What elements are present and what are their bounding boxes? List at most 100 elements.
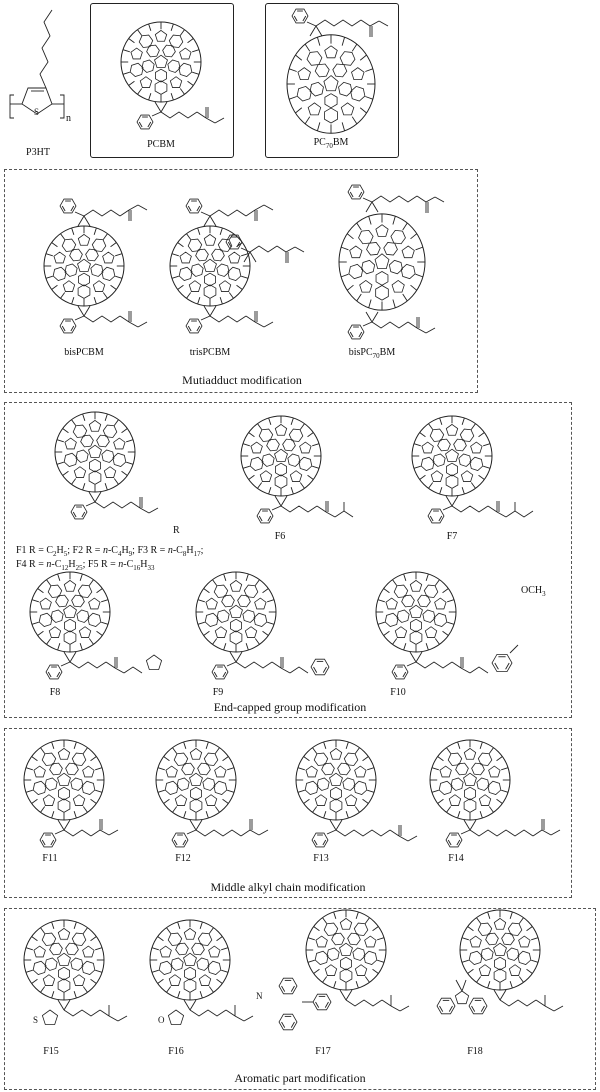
- bispc70bm-cage-hex-outer: [400, 263, 416, 280]
- bispc70bm-adduct-lower-ester-o: [416, 327, 427, 334]
- f11-adduct-phenyl-bond: [54, 829, 65, 835]
- f12-adduct-phenyl-bond: [186, 829, 197, 835]
- f12-cage-pent-outer: [204, 794, 218, 806]
- f11-cage-rim-bond: [40, 747, 46, 754]
- pcbm-adduct-carbonyl-c: [196, 111, 207, 119]
- pcbm-cage-rim-bond: [170, 93, 174, 101]
- f17-phenyl-b-double: [290, 1021, 295, 1028]
- bispcbm-cage-rim-bond: [102, 233, 108, 240]
- f8-adduct-alkyl-chain: [69, 661, 107, 669]
- f17-cage-hex-inner: [331, 932, 345, 946]
- bispcbm-adduct-upper-ester-o: [128, 204, 139, 211]
- f1-f5-cage-hex-outer: [63, 452, 78, 468]
- f17-cage-rim-bond: [313, 968, 320, 974]
- f9-cage-pentagon-center: [229, 604, 243, 618]
- f18-cage-rim-bond: [518, 976, 524, 983]
- f14-cage-hex-inner: [450, 777, 464, 791]
- bispc70bm-cage-rim-bond: [392, 216, 396, 225]
- f7-cage-rim-bond: [461, 487, 465, 495]
- f13-cage-rim-bond: [312, 747, 318, 754]
- trispcbm-adduct-lower-methyl: [263, 321, 274, 328]
- f16-cage-rim-bond: [221, 969, 229, 973]
- f10-adduct-alkyl-chain: [415, 661, 453, 669]
- f8-label: F8: [49, 687, 61, 698]
- trispcbm-adduct-upper-cp-bond: [209, 215, 217, 227]
- f8-adduct-phenyl: [45, 664, 63, 680]
- bispcbm-adduct-upper-phenyl: [59, 198, 77, 214]
- f10-cage-hex-inner: [410, 618, 422, 633]
- f18-cage-hex-inner: [501, 932, 515, 946]
- f18-cage-rim-bond: [467, 926, 474, 932]
- f7-cage-hex-inner: [437, 438, 451, 452]
- f15-adduct-cp-bond: [57, 999, 65, 1011]
- f1-f5-cage-rim-bond: [71, 478, 77, 485]
- f12-cage-rim-bond: [227, 767, 235, 771]
- trispcbm-cage-pent-outer: [179, 251, 192, 264]
- f6-cage-rim-bond: [290, 487, 294, 495]
- f14-cage-rim-bond: [431, 789, 439, 793]
- f13-cage-pent-outer: [314, 794, 328, 806]
- bispcbm-cage-pent-outer: [53, 251, 66, 264]
- f14-cage-rim-bond: [431, 767, 439, 771]
- bispcbm-cage-hex-outer: [101, 266, 116, 282]
- f8-adduct-carbonyl-c: [105, 661, 116, 669]
- trispcbm-adduct-lower-phenyl-bond: [200, 315, 211, 321]
- trispcbm-adduct-side-carbonyl-c: [276, 245, 287, 253]
- f11-cage-hex-inner: [44, 777, 58, 791]
- f15-cage-rim-bond: [51, 991, 55, 999]
- bispc70bm-adduct-lower-phenyl-double: [349, 331, 354, 338]
- f12-label: F12: [175, 853, 191, 864]
- trispcbm-adduct-side-phenyl-double: [227, 241, 232, 248]
- f13-cage-rim-bond: [297, 767, 305, 771]
- pc70bm-adduct-phenyl: [291, 8, 309, 24]
- f12-cage-hex-inner: [202, 777, 216, 791]
- bispc70bm-adduct-upper-cp-bond: [365, 201, 373, 213]
- f15-cage-rim-bond: [73, 991, 77, 999]
- f9-cage-hex-inner: [221, 594, 235, 608]
- f8-cage-hex-outer: [47, 584, 63, 598]
- f7-cage-rim-bond: [428, 423, 434, 430]
- f6-cage-rim-bond: [290, 417, 294, 425]
- f17-cage-rim-bond: [364, 976, 370, 983]
- trispcbm-adduct-lower-carbonyl-c: [245, 315, 256, 323]
- f9-cage-rim-bond: [267, 621, 275, 625]
- f9-cage-rim-bond: [254, 579, 260, 586]
- f10-cage: [375, 571, 457, 653]
- f10-cage-hex-inner: [401, 594, 415, 608]
- f17-cage-rim-bond: [372, 968, 379, 974]
- f9-adduct-ester-o: [280, 667, 291, 674]
- f18-cage-rim-bond: [461, 937, 469, 941]
- f9-adduct-alkyl-chain: [235, 661, 273, 669]
- f9-cage-hex-inner: [230, 618, 242, 633]
- p3ht-repeat-n: n: [66, 113, 71, 124]
- f12-cage-rim-bond: [163, 756, 170, 762]
- f18-adduct-carbonyl-c: [535, 999, 546, 1007]
- f9-cage-pent-outer: [244, 626, 258, 638]
- bispc70bm-cage-rim-bond: [410, 284, 418, 291]
- f16-cage-rim-bond: [221, 947, 229, 951]
- pcbm-cage-pent-outer: [154, 29, 168, 42]
- f9-cage-rim-bond: [212, 579, 218, 586]
- trispcbm-adduct-lower-cp-bond: [203, 305, 211, 317]
- f16-cage-hex-inner: [184, 966, 196, 981]
- f6-adduct-alkyl-chain: [280, 505, 318, 513]
- f9-adduct-phenyl: [211, 664, 229, 680]
- bispcbm-adduct-lower-methyl: [137, 321, 148, 328]
- f13-cage-hex-outer: [353, 780, 368, 796]
- f12-cage-hex-inner: [176, 777, 190, 791]
- pc70bm-cage-rim-bond: [351, 43, 358, 52]
- f8-cage-rim-bond: [79, 573, 83, 581]
- f14-adduct-methyl: [550, 829, 561, 836]
- pcbm-cage-rim-bond: [179, 29, 185, 36]
- f1-f5-cage-hex-outer: [112, 452, 127, 468]
- f14-cage-hex-inner: [455, 762, 469, 776]
- pcbm-cage-hex-inner: [167, 59, 181, 73]
- f8-cage-rim-bond: [46, 579, 52, 586]
- bispc70bm-adduct-upper-methyl: [434, 196, 445, 203]
- f14-cage-hex-outer: [447, 752, 463, 766]
- f16-cage: [149, 919, 231, 1001]
- f6-cage-pent-outer: [299, 441, 312, 454]
- bispcbm-adduct-upper-methyl: [137, 204, 148, 211]
- f14-cage-rim-bond: [501, 767, 509, 771]
- f8-cage-hex-inner: [76, 609, 90, 623]
